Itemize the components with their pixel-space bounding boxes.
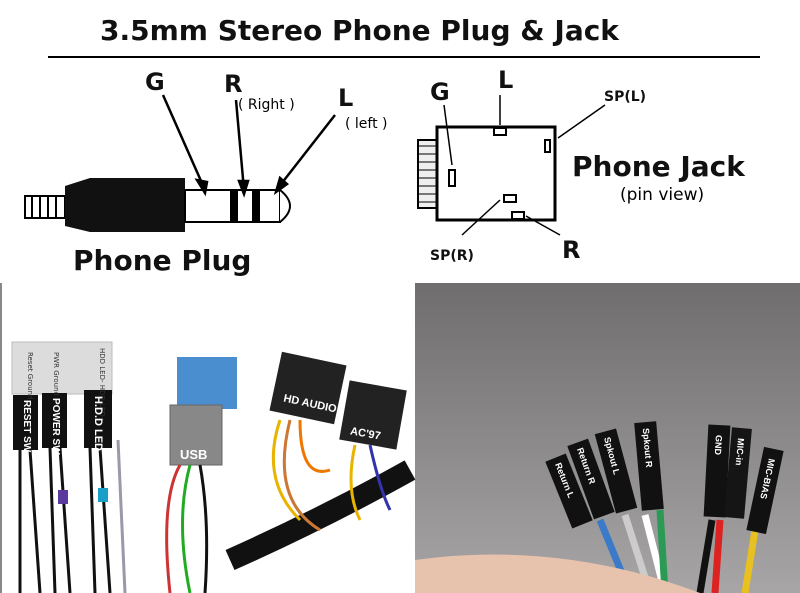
plug-caption: Phone Plug <box>73 244 252 277</box>
reset-sw-label: RESET SW <box>21 400 32 453</box>
led-label-2: PWR Ground <box>52 352 60 396</box>
plug-label-l: L <box>338 84 354 112</box>
jack-subcaption: (pin view) <box>620 185 705 205</box>
power-sw-label: POWER SW <box>50 398 61 455</box>
jack-label-l: L <box>498 66 514 94</box>
plug-label-l-note: ( left ) <box>345 116 388 132</box>
jack-label-g: G <box>430 78 450 106</box>
led-label-1: Reset Ground <box>26 352 34 400</box>
plug-pointer-arrows <box>161 94 336 198</box>
hand <box>415 554 700 593</box>
hdd-led-label: H.D.D LED <box>92 396 104 451</box>
front-panel-connectors <box>11 341 416 593</box>
plug-label-r-note: ( Right ) <box>238 97 295 113</box>
page-title: 3.5mm Stereo Phone Plug & Jack <box>100 14 619 47</box>
phone-plug-drawing <box>24 178 291 232</box>
plug-label-g: G <box>145 68 165 96</box>
jack-label-spl: SP(L) <box>604 89 647 105</box>
jack-caption: Phone Jack <box>572 150 745 183</box>
usb-label: USB <box>180 447 208 462</box>
plug-label-r: R <box>224 70 243 98</box>
jack-pointer-arrows <box>443 95 606 236</box>
jack-label-spr: SP(R) <box>430 248 474 264</box>
phone-jack-drawing <box>417 125 557 222</box>
jack-label-r: R <box>562 236 581 264</box>
